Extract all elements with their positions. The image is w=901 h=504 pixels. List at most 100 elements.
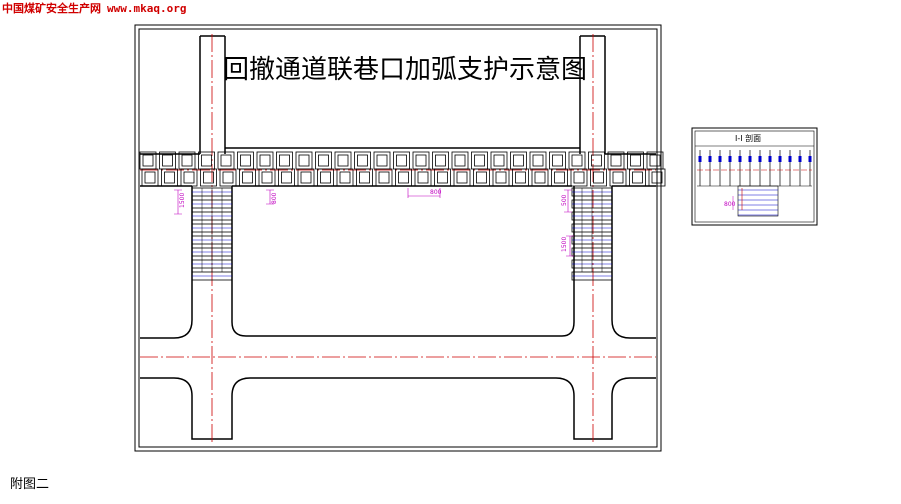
support-frame	[356, 168, 373, 187]
drawing-outer-frame	[134, 24, 662, 452]
support-frame	[336, 168, 354, 187]
inset-bolt-plate	[698, 156, 702, 162]
support-frame-inner	[164, 171, 175, 184]
support-frame-inner	[417, 171, 429, 184]
support-frame	[200, 168, 217, 187]
support-frame	[451, 151, 469, 170]
dimension-label-3: 800	[430, 189, 442, 196]
support-frame-inner	[144, 171, 156, 184]
figure-caption: 附图二	[10, 477, 50, 492]
support-frame	[161, 168, 178, 187]
support-frame-inner	[320, 171, 331, 184]
support-frame-inner	[359, 171, 370, 184]
support-frame-inner	[300, 171, 312, 184]
support-frame	[297, 168, 315, 187]
support-frame-inner	[396, 154, 407, 167]
support-frame	[237, 151, 254, 170]
lower-roadway-wall	[140, 377, 656, 440]
support-frame	[492, 168, 510, 187]
support-frame	[278, 168, 295, 187]
support-frame	[414, 168, 432, 187]
support-frame-inner	[261, 171, 273, 184]
support-frame-inner	[593, 171, 604, 184]
support-frame	[529, 151, 547, 170]
support-frame	[434, 168, 451, 187]
support-frame-inner	[493, 154, 505, 167]
support-frame	[256, 151, 274, 170]
support-frame-inner	[220, 154, 232, 167]
support-frame	[315, 151, 332, 170]
support-frame-inner	[242, 171, 253, 184]
support-frame-inner	[515, 171, 526, 184]
inset-bolt-plate	[758, 156, 762, 162]
support-frame-inner	[554, 171, 565, 184]
support-frame	[432, 151, 449, 170]
support-frame	[317, 168, 334, 187]
support-frame-inner	[474, 154, 485, 167]
support-frame	[510, 151, 527, 170]
left-link-outer-wall	[140, 186, 193, 339]
support-frame-inner	[632, 171, 643, 184]
support-frame	[629, 168, 646, 187]
support-frame-inner	[552, 154, 563, 167]
right-upper-roadway	[579, 35, 606, 154]
support-frame-inner	[201, 154, 212, 167]
support-frame-inner	[240, 154, 251, 167]
support-frame-inner	[454, 154, 466, 167]
support-frame	[295, 151, 313, 170]
inset-frame	[691, 127, 818, 226]
support-frame-inner	[398, 171, 409, 184]
support-frame-inner	[456, 171, 468, 184]
inset-bolt-plate	[768, 156, 772, 162]
inset-section-view: I-I 剖面 800	[691, 127, 818, 226]
support-frame-inner	[415, 154, 427, 167]
support-frame	[375, 168, 393, 187]
support-frame-inner	[183, 171, 195, 184]
support-frame-inner	[281, 171, 292, 184]
inner-block-wall	[231, 186, 575, 337]
dimension-annotations: 1500 800 800 500 1500	[174, 188, 574, 257]
support-frame-inner	[337, 154, 349, 167]
dimension-label-4: 1500	[561, 237, 568, 252]
support-frame	[512, 168, 529, 187]
support-frame	[393, 151, 410, 170]
dimension-label-1: 1500	[179, 193, 186, 208]
support-frame-inner	[573, 171, 585, 184]
support-frame	[588, 151, 605, 170]
support-frame-inner	[435, 154, 446, 167]
left-upper-roadway	[199, 35, 226, 154]
drawing-title: 回撤通道联巷口加弧支护示意图	[223, 55, 587, 85]
support-frame	[490, 151, 508, 170]
support-frame	[354, 151, 371, 170]
support-frame	[590, 168, 607, 187]
inset-bolts	[698, 150, 812, 186]
support-frame-inner	[534, 171, 546, 184]
support-frame-inner	[279, 154, 290, 167]
support-frame	[219, 168, 237, 187]
support-frame-inner	[203, 171, 214, 184]
support-frame	[217, 151, 235, 170]
dimension-label-2: 800	[271, 192, 278, 204]
support-frame-inner	[495, 171, 507, 184]
inset-title: I-I 剖面	[735, 133, 761, 143]
support-frame-inner	[532, 154, 544, 167]
inset-bolt-plate	[808, 156, 812, 162]
support-frame-inner	[630, 154, 641, 167]
support-frame	[412, 151, 430, 170]
support-frame-inner	[513, 154, 524, 167]
support-frame-inner	[610, 154, 622, 167]
support-frame	[568, 151, 586, 170]
support-frame-inner	[339, 171, 351, 184]
support-frame	[373, 151, 391, 170]
channel-support-frames	[139, 151, 666, 187]
support-frame-inner	[259, 154, 271, 167]
support-frame-inner	[142, 154, 154, 167]
support-frame-inner	[437, 171, 448, 184]
support-frame	[180, 168, 198, 187]
support-frame-inner	[376, 154, 388, 167]
inset-bolt-plate	[778, 156, 782, 162]
support-frame	[549, 151, 566, 170]
support-frame-inner	[357, 154, 368, 167]
support-frame-inner	[298, 154, 310, 167]
